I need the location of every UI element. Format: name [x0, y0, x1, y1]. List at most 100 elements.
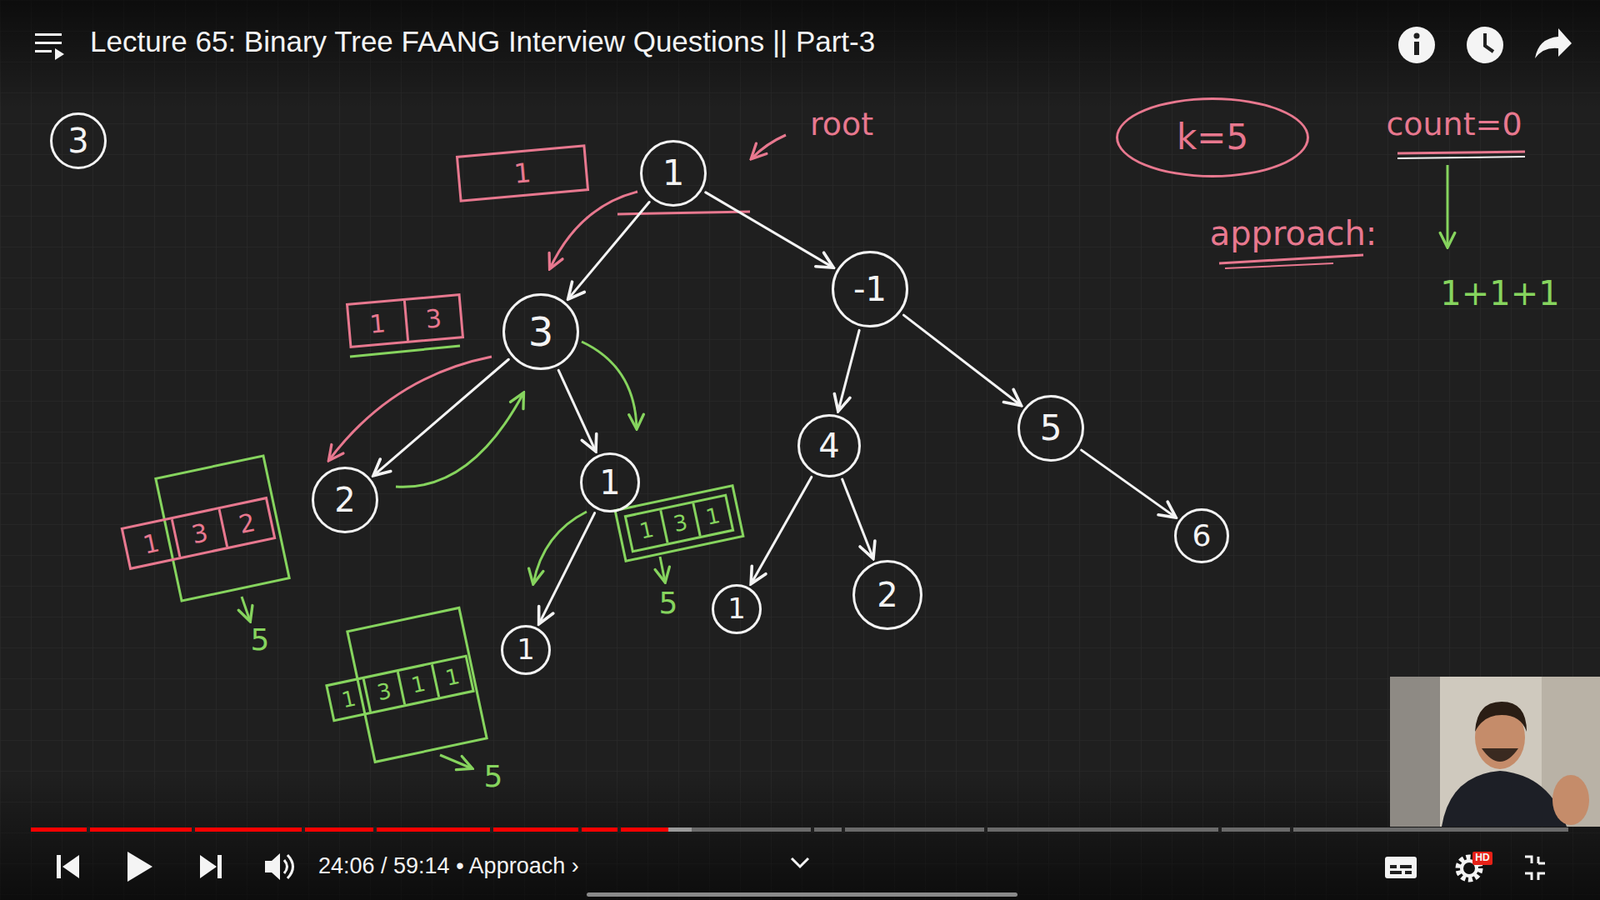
chapter-gap: [191, 826, 195, 833]
node-value: 5: [1040, 409, 1063, 448]
sum-window: [347, 607, 487, 762]
tree-node: 2: [852, 560, 923, 630]
subtitles-icon: [1390, 865, 1397, 869]
webcam-curtain: [1390, 676, 1440, 827]
playlist-icon: [35, 50, 52, 53]
scroll-indicator: [586, 892, 1018, 897]
tree-node: 4: [797, 414, 861, 478]
note-text: k=5: [1176, 118, 1249, 157]
volume-icon: [265, 853, 280, 880]
playlist-icon: [55, 48, 65, 60]
chapter-gap: [984, 826, 988, 833]
node-value: 1: [662, 154, 685, 193]
tree-edge: [903, 315, 1020, 405]
root-pointer: [751, 135, 786, 159]
progress-buffer: [30, 827, 692, 832]
chapter-gap: [841, 826, 845, 833]
tree-node: -1: [831, 250, 909, 328]
progress-track: [30, 827, 1569, 832]
tree-node: 1: [711, 584, 762, 635]
volume-icon: [284, 860, 288, 874]
chapter-gap: [86, 826, 90, 833]
sum-window: [155, 455, 290, 601]
sum-note: 1+1+1: [1440, 274, 1560, 313]
root-underline: [617, 211, 750, 215]
info-icon: [1414, 41, 1420, 55]
approach-underline: [1219, 255, 1364, 264]
tree-node: 1: [500, 625, 551, 675]
approach-underline: [1225, 263, 1334, 269]
share-icon: [1535, 28, 1572, 59]
fullscreen-exit-icon: [1525, 856, 1545, 880]
chevron-icon: [791, 858, 809, 867]
path-count: 5: [484, 759, 504, 794]
webcam-frame: [1390, 676, 1600, 827]
tree-node: 1: [640, 140, 707, 207]
result-arrow: [660, 556, 665, 582]
presenter-hair: [1475, 701, 1527, 732]
tree-node: 1: [580, 452, 640, 513]
result-arrow: [241, 596, 250, 621]
chapter-gap: [617, 826, 621, 833]
chapter-gap: [810, 826, 815, 833]
tree-edge: [705, 192, 833, 268]
subtitles-icon: [1405, 870, 1412, 875]
progress-played: [30, 827, 669, 832]
chapter-gaps: [86, 826, 1294, 833]
count-arrow: [1446, 165, 1450, 247]
presenter-beard: [1481, 748, 1519, 762]
subtitles-icon: [1400, 865, 1412, 869]
node-value: 2: [876, 576, 898, 614]
path-count: 5: [250, 622, 270, 657]
play-icon: [127, 851, 153, 882]
path-count: 5: [659, 585, 679, 620]
note-ellipse: k=5: [1115, 97, 1310, 178]
watch-later-icon: [1466, 26, 1504, 64]
node-value: 2: [334, 481, 355, 519]
hd-badge: HD: [1472, 851, 1492, 865]
tree-edge: [1081, 450, 1176, 517]
root-note: root: [810, 106, 874, 144]
array-cell: 1: [691, 496, 731, 536]
tree-node: 3: [50, 112, 107, 170]
chapter-gap: [1218, 826, 1222, 833]
previous-icon: [62, 855, 80, 879]
array-cell: 1: [123, 520, 179, 568]
node-value: 1: [599, 464, 620, 501]
subtitles-icon: [1390, 870, 1402, 875]
info-icon: [1414, 33, 1420, 40]
array-cell: 2: [218, 499, 274, 547]
tree-node: 3: [502, 293, 580, 370]
count-underline: [1397, 151, 1525, 154]
previous-icon: [56, 855, 61, 879]
tree-edge: [558, 370, 595, 450]
tree-edge: [568, 202, 650, 300]
node-value: 3: [528, 310, 555, 355]
sum-window: [615, 485, 744, 562]
array-cell: 1: [458, 147, 587, 200]
playlist-icon: [35, 41, 62, 45]
node-value: 3: [67, 122, 89, 160]
approach-note: approach:: [1210, 214, 1378, 253]
tree-edge: [838, 330, 860, 410]
tree-edge: [751, 476, 812, 583]
chapter-gap: [301, 826, 305, 833]
next-icon: [200, 855, 217, 879]
footer-shade: [0, 775, 1600, 900]
info-icon: [1398, 26, 1435, 64]
time-display: 24:06 / 59:14 • Approach ›: [318, 853, 580, 880]
tree-node: 5: [1017, 395, 1085, 462]
node-value: 1: [516, 634, 535, 665]
presenter-hand: [1552, 775, 1590, 825]
tree-edge: [842, 479, 874, 558]
node-value: 6: [1192, 519, 1212, 553]
array-cell: 1: [348, 300, 407, 346]
chapter-gap: [373, 826, 377, 833]
volume-icon: [287, 855, 294, 879]
node-value: 4: [818, 427, 840, 465]
count-underline: [1397, 156, 1525, 159]
traversal-arrow: [581, 341, 637, 429]
tree-edge: [374, 359, 509, 475]
